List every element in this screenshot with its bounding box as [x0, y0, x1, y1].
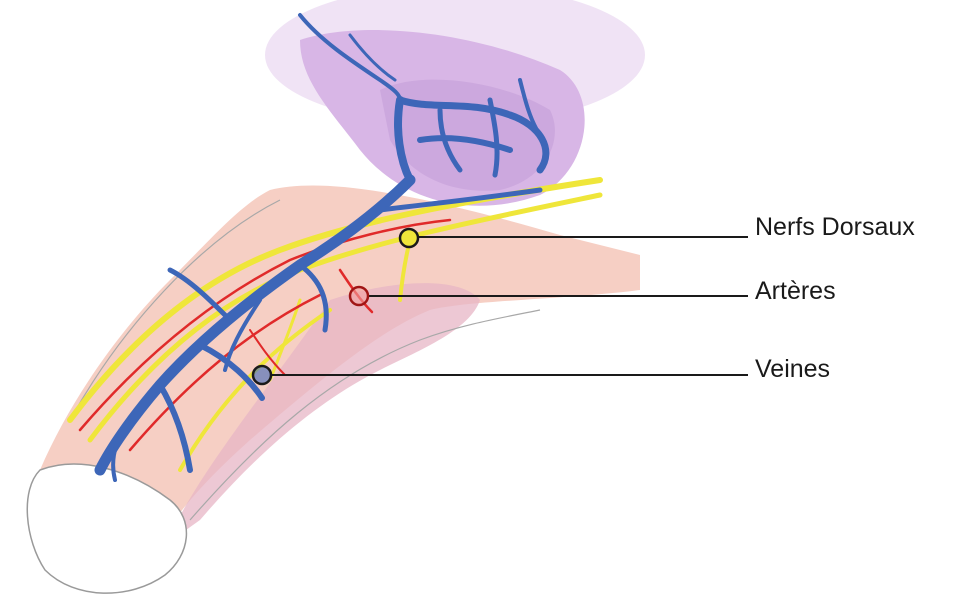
marker-nerves	[400, 229, 418, 247]
label-arteres: Artères	[755, 279, 836, 304]
marker-veins	[253, 366, 271, 384]
marker-arteries	[350, 287, 368, 305]
label-veines: Veines	[755, 357, 830, 382]
label-nerfs-dorsaux: Nerfs Dorsaux	[755, 215, 915, 240]
